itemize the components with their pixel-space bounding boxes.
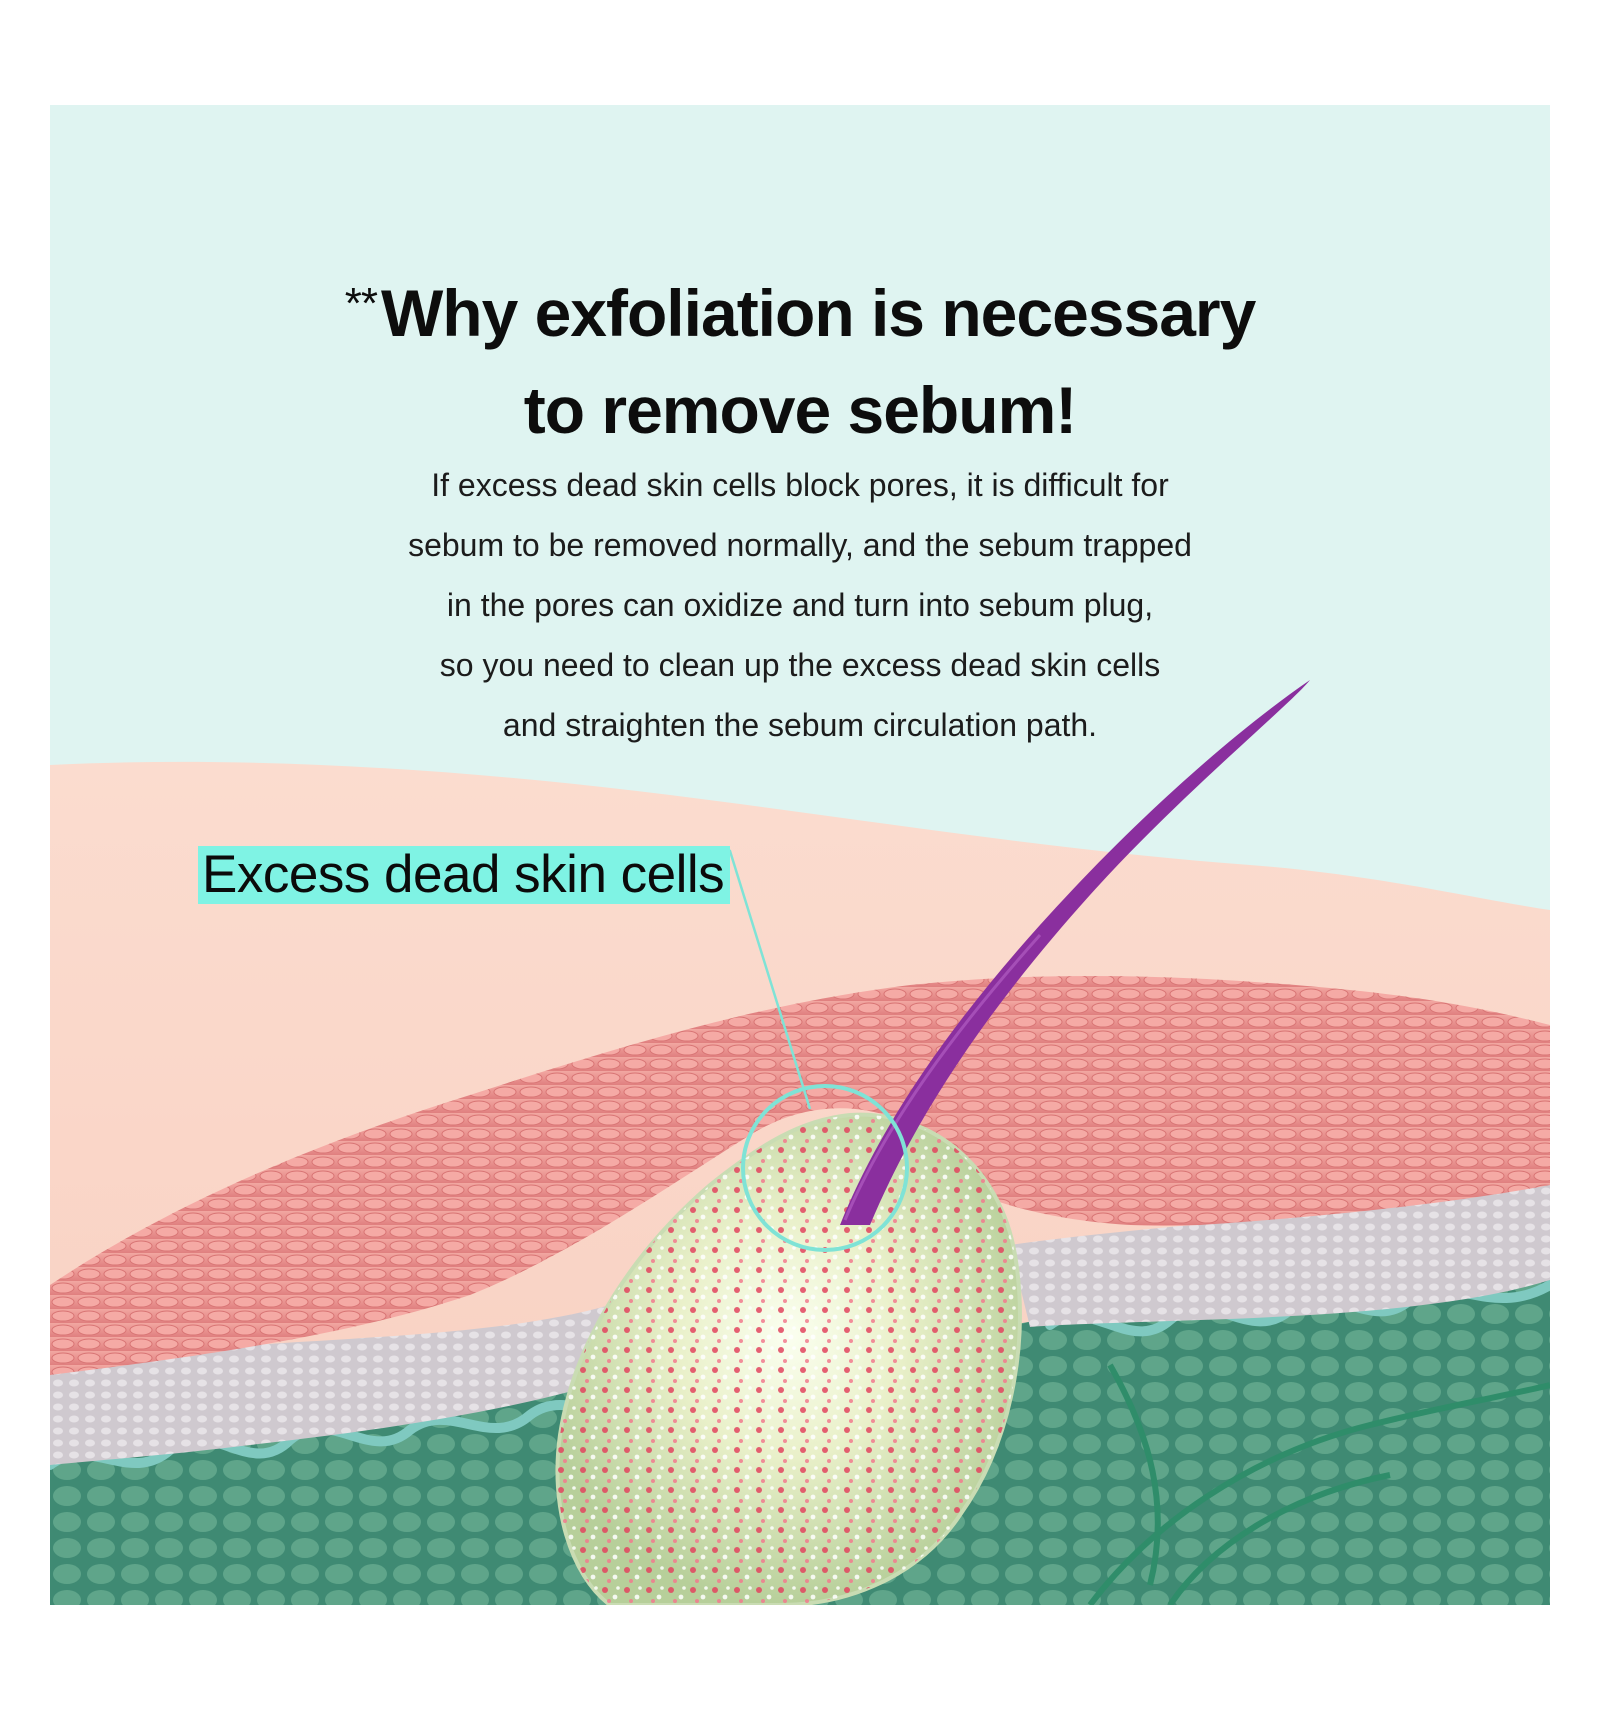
title-text-1: Why exfoliation is necessary bbox=[380, 276, 1256, 350]
epidermis-layer bbox=[50, 1305, 690, 1465]
title-asterisks: ** bbox=[344, 279, 378, 328]
description-line-3: in the pores can oxidize and turn into s… bbox=[446, 587, 1154, 623]
title-line-1: **Why exfoliation is necessary bbox=[50, 255, 1550, 362]
description-line-2: sebum to be removed normally, and the se… bbox=[408, 527, 1192, 563]
skin-cross-section-illustration bbox=[50, 680, 1550, 1605]
dermis-fibers bbox=[1087, 1363, 1550, 1605]
page-title: **Why exfoliation is necessary to remove… bbox=[50, 255, 1550, 459]
title-line-2: to remove sebum! bbox=[523, 373, 1077, 447]
description-line-4: so you need to clean up the excess dead … bbox=[439, 647, 1161, 683]
callout-focus-circle bbox=[741, 1084, 909, 1252]
description-line-1: If excess dead skin cells block pores, i… bbox=[431, 467, 1169, 503]
dead-skin-layer bbox=[50, 975, 1550, 1375]
content-panel: **Why exfoliation is necessary to remove… bbox=[50, 105, 1550, 1605]
dead-skin-callout-label: Excess dead skin cells bbox=[198, 846, 731, 904]
description-paragraph: If excess dead skin cells block pores, i… bbox=[50, 455, 1550, 755]
hair bbox=[840, 680, 1310, 1225]
description-line-5: and straighten the sebum circulation pat… bbox=[502, 707, 1098, 743]
